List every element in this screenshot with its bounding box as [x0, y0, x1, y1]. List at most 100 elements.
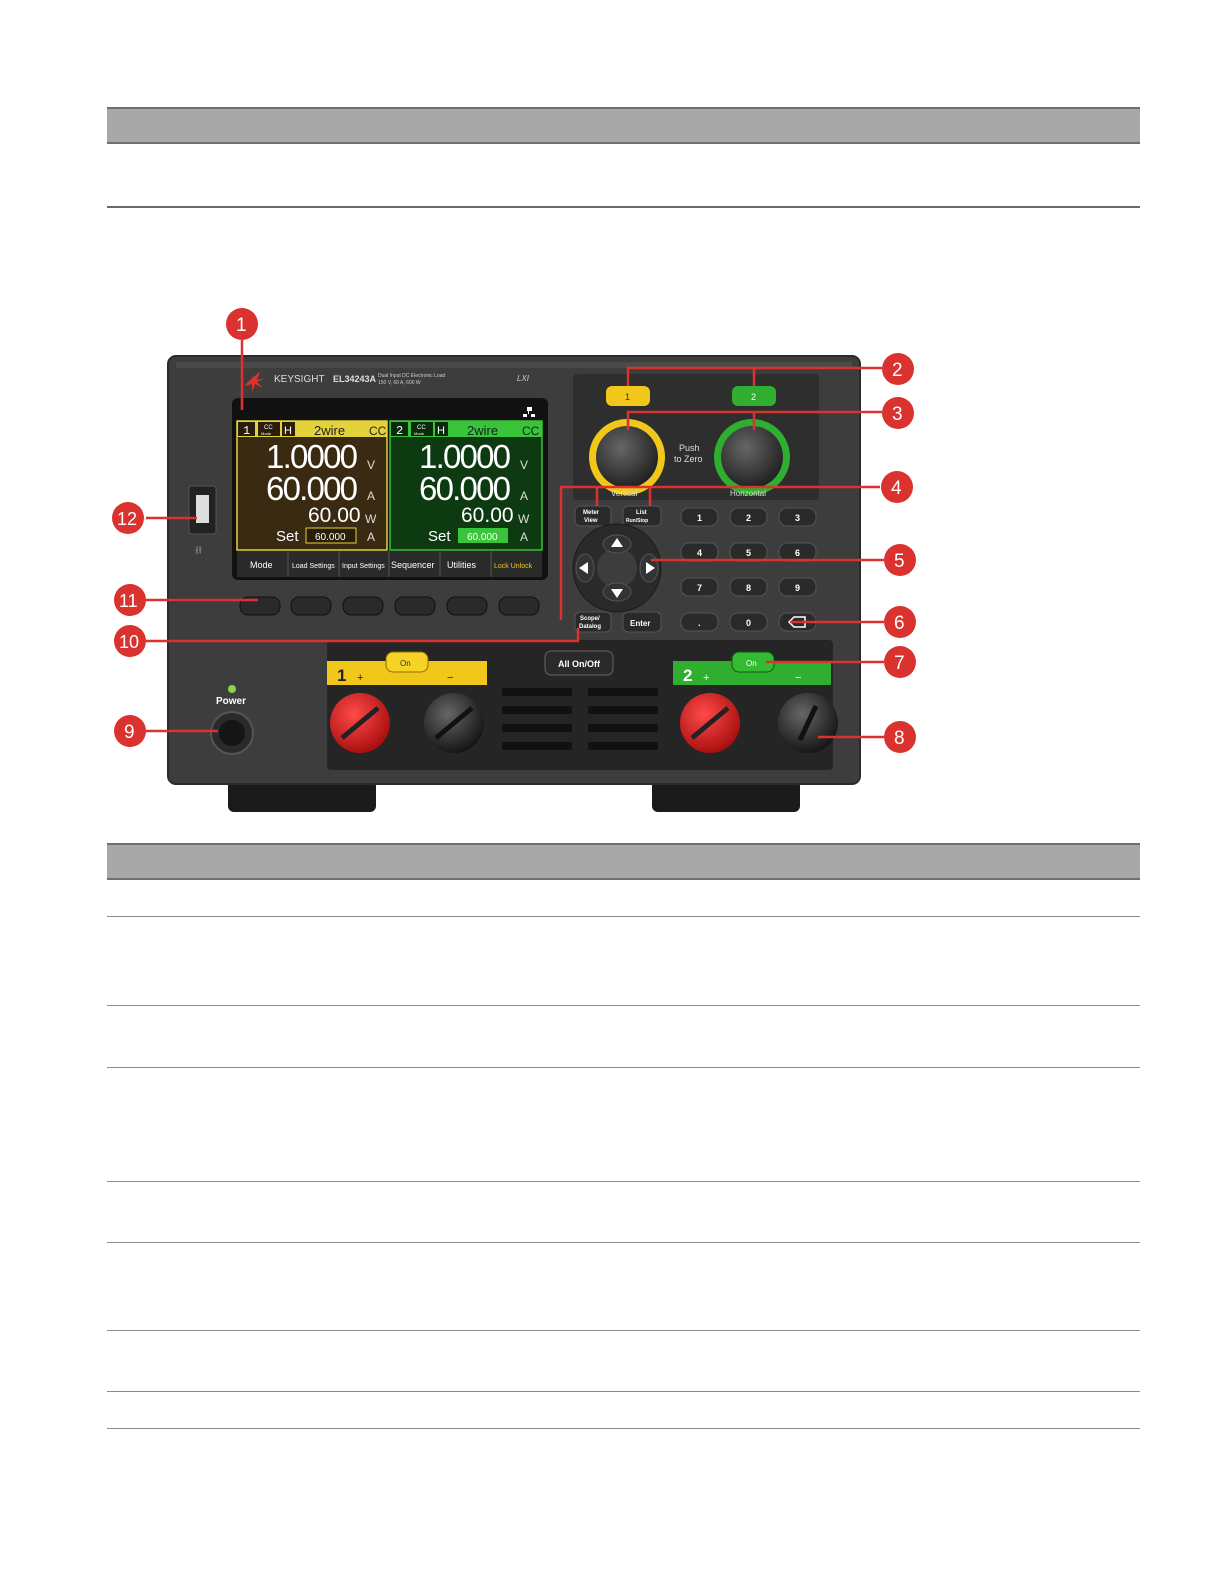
key-2[interactable] — [729, 507, 768, 527]
table-header-bar-top — [107, 107, 1140, 144]
meter-view-button[interactable] — [574, 505, 612, 527]
svg-text:2wire: 2wire — [467, 423, 498, 438]
svg-text:1.0000: 1.0000 — [266, 438, 358, 475]
arrow-up-icon — [611, 538, 623, 547]
channel-1-select-button[interactable] — [606, 386, 650, 406]
keysight-logo-icon — [244, 372, 265, 392]
table-rule — [107, 1428, 1140, 1429]
svg-text:9: 9 — [795, 583, 800, 593]
arrow-right-icon — [646, 562, 655, 574]
svg-text:W: W — [365, 512, 377, 526]
svg-text:Mode: Mode — [414, 431, 425, 436]
svg-text:A: A — [520, 489, 528, 503]
key-0[interactable] — [729, 612, 768, 632]
callout-8: 8 — [894, 728, 905, 749]
key-3[interactable] — [778, 507, 817, 527]
softkey-3[interactable] — [342, 596, 384, 616]
svg-text:1.0000: 1.0000 — [419, 438, 511, 475]
svg-text:Meter: Meter — [583, 510, 600, 516]
softkey-2[interactable] — [290, 596, 332, 616]
svg-text:8: 8 — [746, 583, 751, 593]
enter-button[interactable] — [622, 611, 662, 633]
callout-2: 2 — [892, 360, 903, 381]
svg-text:60.000: 60.000 — [467, 532, 498, 543]
softkey-buttons — [239, 596, 540, 616]
svg-text:60.00: 60.00 — [461, 504, 514, 527]
key-1[interactable] — [680, 507, 719, 527]
horizontal-knob[interactable] — [721, 426, 783, 488]
list-button[interactable] — [622, 505, 662, 527]
svg-text:.: . — [698, 618, 701, 628]
softkey-label-load: Load Settings — [292, 563, 335, 570]
usb-icon: ⭿ — [195, 545, 202, 557]
callout-badges: 1 2 3 4 5 6 7 8 9 10 11 12 — [112, 308, 916, 753]
svg-text:60.00: 60.00 — [308, 504, 361, 527]
table-rule — [107, 1330, 1140, 1331]
all-on-off-button[interactable] — [544, 650, 614, 676]
callout-6: 6 — [894, 613, 905, 634]
svg-text:On: On — [746, 659, 757, 668]
svg-text:1: 1 — [697, 513, 702, 523]
softkey-4[interactable] — [394, 596, 436, 616]
softkey-label-input: Input Settings — [342, 563, 385, 570]
softkey-5[interactable] — [446, 596, 488, 616]
callout-9: 9 — [124, 722, 135, 743]
front-panel-figure: KEYSIGHT EL34243A Dual Input DC Electron… — [112, 308, 916, 812]
key-9[interactable] — [778, 577, 817, 597]
power-led — [228, 685, 236, 693]
softkey-1[interactable] — [239, 596, 281, 616]
callout-3: 3 — [892, 404, 903, 425]
svg-text:CC: CC — [522, 424, 540, 438]
network-icon — [523, 407, 535, 417]
svg-text:2: 2 — [746, 513, 751, 523]
svg-text:1: 1 — [625, 392, 630, 402]
channel-2-select-button[interactable] — [732, 386, 776, 406]
table-rule — [107, 916, 1140, 917]
svg-text:Set: Set — [428, 528, 451, 545]
table-rule — [107, 1391, 1140, 1392]
svg-text:Scope/: Scope/ — [580, 616, 600, 622]
table-rule — [107, 1181, 1140, 1182]
svg-text:Enter: Enter — [630, 619, 650, 628]
vertical-knob[interactable] — [596, 426, 658, 488]
svg-text:60.000: 60.000 — [419, 470, 511, 507]
model-name: EL34243A — [333, 374, 377, 384]
softkey-label-utilities: Utilities — [447, 560, 477, 570]
svg-text:H: H — [437, 425, 445, 437]
key-8[interactable] — [729, 577, 768, 597]
channel-2-display: 2 CC Mode H 2wire CC 1.0000 V 60.000 A 6… — [389, 420, 543, 551]
callout-11: 11 — [119, 591, 138, 611]
lxi-logo: LXI — [517, 374, 530, 383]
svg-text:V: V — [520, 458, 528, 472]
svg-text:6: 6 — [795, 548, 800, 558]
svg-text:2: 2 — [683, 666, 692, 685]
channel-1-on-button[interactable] — [385, 651, 429, 673]
svg-text:A: A — [367, 489, 375, 503]
svg-text:V: V — [367, 458, 375, 472]
svg-text:60.000: 60.000 — [315, 532, 346, 543]
svg-text:Horizontal: Horizontal — [730, 489, 766, 498]
svg-text:View: View — [584, 518, 598, 524]
table-rule — [107, 1242, 1140, 1243]
svg-text:−: − — [795, 672, 801, 684]
brand-name: KEYSIGHT — [274, 374, 325, 385]
scope-datalog-button[interactable] — [574, 611, 612, 633]
svg-text:Mode: Mode — [261, 431, 272, 436]
svg-text:Push: Push — [679, 443, 700, 453]
softkey-6[interactable] — [498, 596, 540, 616]
key-7[interactable] — [680, 577, 719, 597]
svg-text:4: 4 — [697, 548, 702, 558]
callout-1: 1 — [236, 315, 247, 336]
key-dot[interactable] — [680, 612, 719, 632]
svg-text:2: 2 — [396, 424, 403, 438]
softkey-label-mode: Mode — [250, 560, 273, 570]
softkey-labels: Mode Load Settings Input Settings Sequen… — [237, 551, 542, 577]
svg-text:1: 1 — [337, 666, 346, 685]
svg-text:Dual Input DC Electronic Load: Dual Input DC Electronic Load — [378, 373, 445, 379]
table-header-bar-bottom — [107, 843, 1140, 880]
arrow-left-icon — [579, 562, 588, 574]
softkey-label-lock: Lock Unlock — [494, 563, 533, 570]
svg-text:Datalog: Datalog — [579, 624, 601, 630]
svg-text:Run/Stop: Run/Stop — [626, 518, 648, 524]
svg-text:List: List — [636, 510, 647, 516]
